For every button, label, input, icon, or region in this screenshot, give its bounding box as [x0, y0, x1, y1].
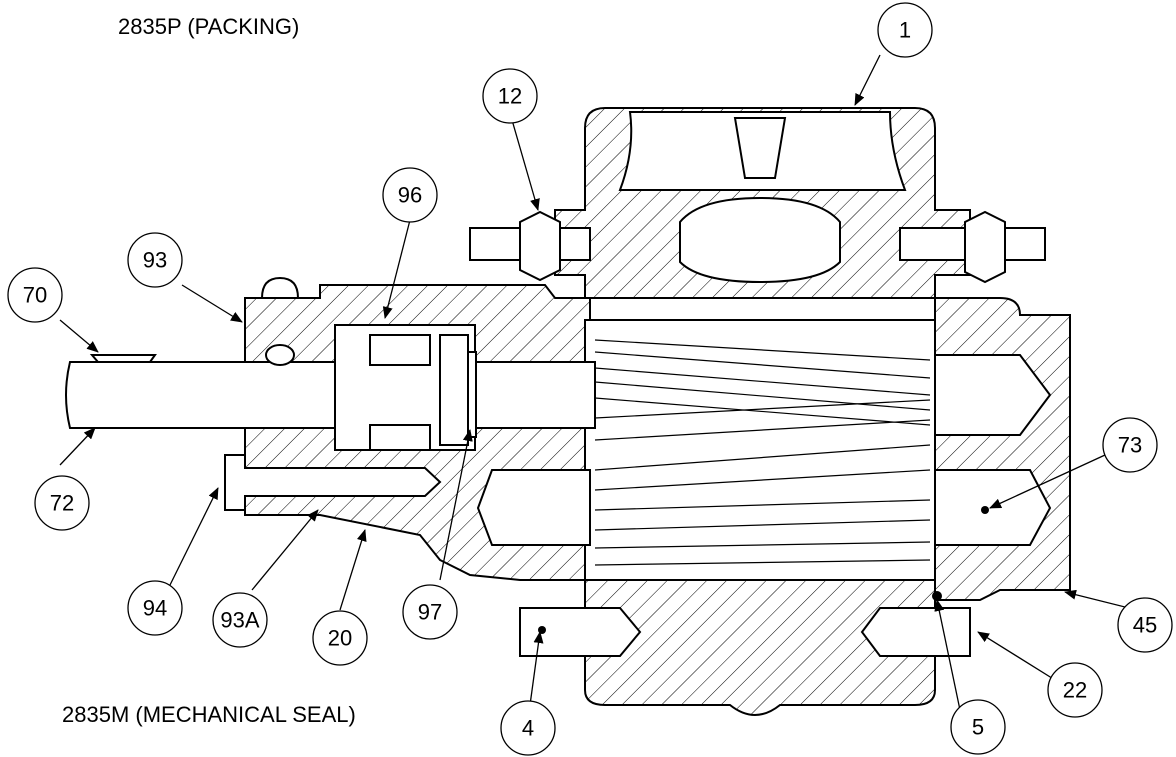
balloon-5: 5 [950, 699, 1006, 755]
power-rotor-housing [584, 319, 936, 581]
balloon-1: 1 [877, 2, 933, 58]
relief-passage [679, 196, 841, 284]
balloon-93a: 93A [212, 592, 268, 648]
svg-text:94: 94 [143, 596, 167, 621]
svg-text:1: 1 [899, 18, 911, 43]
svg-text:73: 73 [1118, 433, 1142, 458]
svg-text:22: 22 [1063, 678, 1087, 703]
nut-right [964, 210, 1006, 284]
svg-text:4: 4 [522, 716, 534, 741]
mechanical-seal [369, 334, 431, 366]
pump-body [244, 107, 1071, 716]
shaft [65, 361, 596, 429]
idler-left [476, 469, 591, 546]
balloon-96: 96 [382, 167, 438, 223]
dowel-dot-73 [981, 506, 989, 514]
seal-components [260, 276, 477, 451]
balloon-45: 45 [1117, 597, 1173, 653]
svg-text:70: 70 [23, 283, 47, 308]
end-cover [934, 297, 1071, 601]
plug-22 [860, 607, 971, 657]
svg-text:93: 93 [143, 248, 167, 273]
nut-left [519, 210, 561, 282]
mechanical-seal-lower [369, 424, 431, 451]
balloon-22: 22 [1047, 662, 1103, 718]
balloon-4: 4 [500, 700, 556, 756]
svg-text:97: 97 [418, 600, 442, 625]
svg-text:12: 12 [498, 84, 522, 109]
balloon-12: 12 [482, 68, 538, 124]
retaining-ring [467, 351, 477, 438]
hardware [224, 210, 1046, 657]
svg-text:72: 72 [50, 491, 74, 516]
seal-spring [439, 334, 469, 446]
dowel-dot-4 [538, 626, 546, 634]
svg-text:93A: 93A [220, 608, 259, 633]
balloon-72: 72 [34, 475, 90, 531]
balloon-73: 73 [1102, 417, 1158, 473]
oring-93 [265, 344, 295, 366]
idler-rotors [476, 469, 1052, 546]
balloon-94: 94 [127, 580, 183, 636]
svg-text:45: 45 [1133, 613, 1157, 638]
leader-lines [59, 54, 1146, 711]
lower-casing [584, 579, 936, 716]
balloon-70: 70 [7, 267, 63, 323]
caption-packing: 2835P (PACKING) [118, 14, 299, 39]
rotor-assembly [584, 319, 936, 581]
caption-mechanical-seal: 2835M (MECHANICAL SEAL) [62, 702, 356, 727]
balloon-93: 93 [127, 232, 183, 288]
balloon-20: 20 [312, 610, 368, 666]
balloon-97: 97 [402, 584, 458, 640]
upper-port [733, 117, 787, 179]
oring-5 [932, 591, 942, 601]
callout-balloons: 1 12 96 93 70 72 94 93A [7, 2, 1173, 756]
svg-text:20: 20 [328, 626, 352, 651]
capscrew-94 [224, 454, 442, 511]
lifting-eye [260, 276, 300, 299]
key [89, 354, 157, 363]
rotor-flights [594, 339, 931, 566]
svg-text:96: 96 [398, 183, 422, 208]
shaft-end-right [934, 354, 1052, 436]
plug-4 [519, 607, 642, 657]
svg-text:5: 5 [972, 715, 984, 740]
